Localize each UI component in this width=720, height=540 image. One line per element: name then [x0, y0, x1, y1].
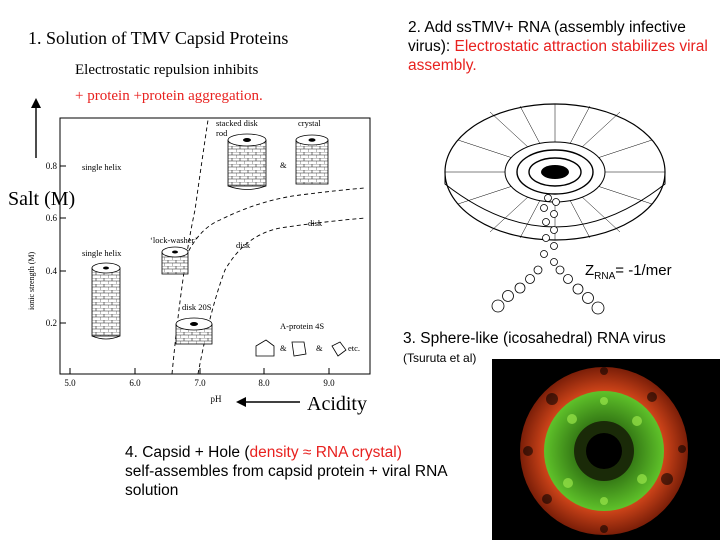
section1-title: 1. Solution of TMV Capsid Proteins — [28, 28, 289, 48]
section2-text: 2. Add ssTMV+ RNA (assembly infective vi… — [408, 18, 708, 75]
salt-label: Salt (M) — [8, 188, 76, 210]
section4-rest: self-assembles from capsid protein + vir… — [125, 463, 447, 499]
section1-line1: Electrostatic repulsion inhibits — [75, 62, 259, 78]
crystal-illustration — [295, 134, 329, 185]
section4-text: 4. Capsid + Hole (density ≈ RNA crystal)… — [125, 443, 475, 500]
y-axis-ticks — [60, 165, 66, 324]
region-label: etc. — [348, 343, 360, 353]
y-tick-label: 0.4 — [46, 266, 58, 276]
region-label: single helix — [82, 248, 122, 258]
region-label: stacked disk — [216, 118, 259, 128]
phase-diagram: 5.0 6.0 7.0 8.0 9.0 pH 0.2 0.4 0.6 0.8 i… — [27, 117, 371, 404]
y-tick-label: 0.2 — [46, 318, 57, 328]
icosahedral-virus-micrograph — [492, 359, 720, 540]
region-label: disk — [236, 240, 251, 250]
section4-highlight: density ≈ RNA crystal) — [249, 444, 402, 461]
a-protein-illustration — [255, 339, 347, 357]
region-label: single helix — [82, 162, 122, 172]
stacked-disk-illustration — [227, 133, 267, 190]
acidity-arrow — [236, 397, 300, 407]
region-label: & — [280, 343, 287, 353]
section3-title: 3. Sphere-like (icosahedral) RNA virus — [403, 330, 666, 347]
y-tick-label: 0.8 — [46, 161, 58, 171]
region-label: crystal — [298, 118, 321, 128]
salt-arrow — [31, 98, 41, 158]
helix-cylinder-illustration — [91, 262, 121, 340]
region-label: disk — [308, 218, 323, 228]
acidity-label: Acidity — [307, 393, 367, 415]
region-label: rod — [216, 128, 228, 138]
x-axis-ticks — [69, 368, 330, 374]
x-tick-label: 5.0 — [64, 378, 76, 388]
region-label: disk 20S — [182, 302, 212, 312]
x-tick-label: 7.0 — [194, 378, 206, 388]
section4-prefix: 4. Capsid + Hole ( — [125, 444, 250, 461]
section1-line2: + protein +protein aggregation. — [75, 88, 263, 104]
x-axis-label: pH — [211, 394, 223, 404]
region-label: & — [280, 160, 287, 170]
section3-credit: (Tsuruta et al) — [403, 351, 477, 365]
lock-washer-illustration — [161, 246, 189, 275]
disk-20s-illustration — [175, 317, 213, 345]
region-label: A-protein 4S — [280, 321, 324, 331]
section2-highlight: Electrostatic attraction stabilizes vira… — [408, 38, 708, 74]
region-label: ‘lock-washer’ — [150, 235, 198, 245]
x-tick-label: 9.0 — [323, 378, 335, 388]
section2-prefix: 2. Add ssTMV+ RNA (assembly infective vi… — [408, 19, 686, 55]
x-tick-label: 8.0 — [258, 378, 270, 388]
x-tick-label: 6.0 — [129, 378, 141, 388]
micrograph-image — [520, 367, 688, 535]
tmv-assembly-illustration — [444, 103, 666, 315]
rna-bead-chain — [491, 194, 605, 315]
region-label: & — [316, 343, 323, 353]
plot-frame — [59, 117, 371, 375]
rna-charge-label: ZRNA= -1/mer — [585, 262, 672, 282]
y-axis-label: ionic strength (M) — [27, 251, 36, 310]
y-tick-label: 0.6 — [46, 213, 58, 223]
